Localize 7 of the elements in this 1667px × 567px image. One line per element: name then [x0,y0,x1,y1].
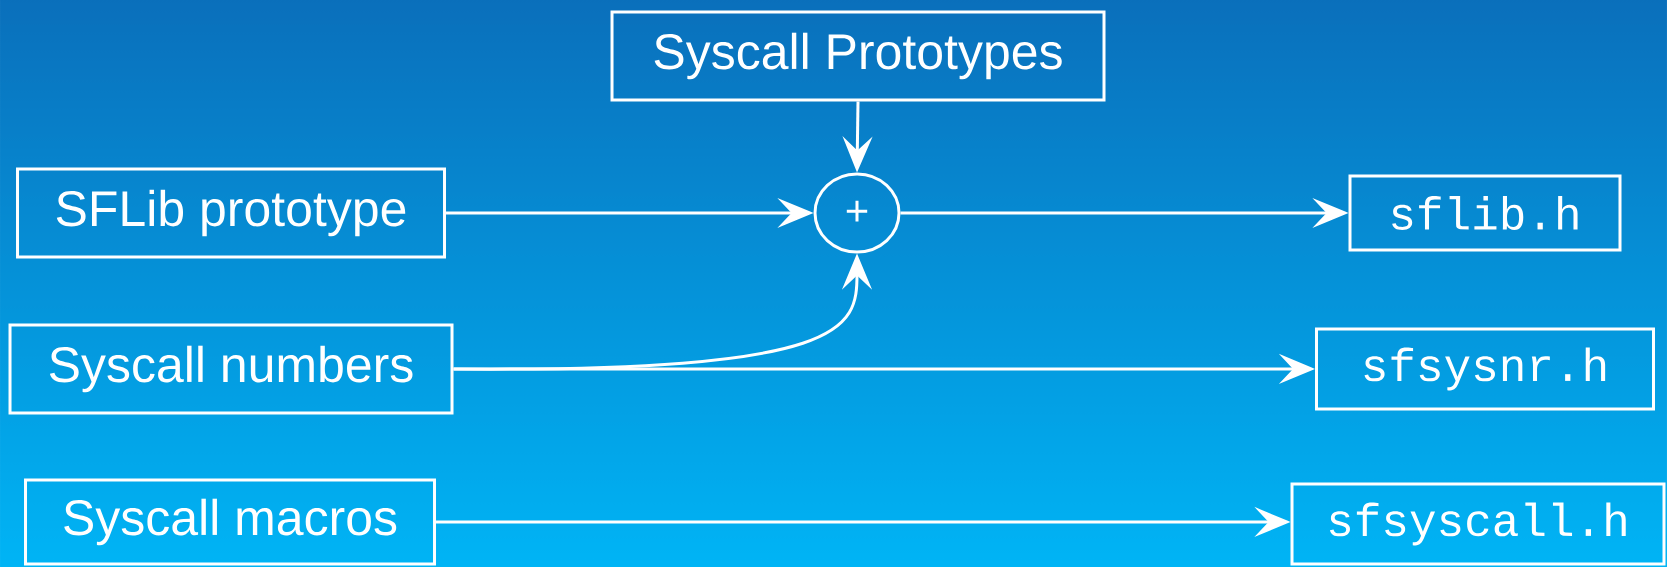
file-box: sfsyscall.h [1290,482,1666,566]
file-box: sfsysnr.h [1315,327,1655,411]
process-box: Syscall numbers [8,323,454,415]
process-box: SFLib prototype [16,167,446,259]
process-box: Syscall macros [24,478,436,566]
process-box: Syscall Prototypes [610,10,1106,102]
file-box: sflib.h [1348,174,1622,252]
